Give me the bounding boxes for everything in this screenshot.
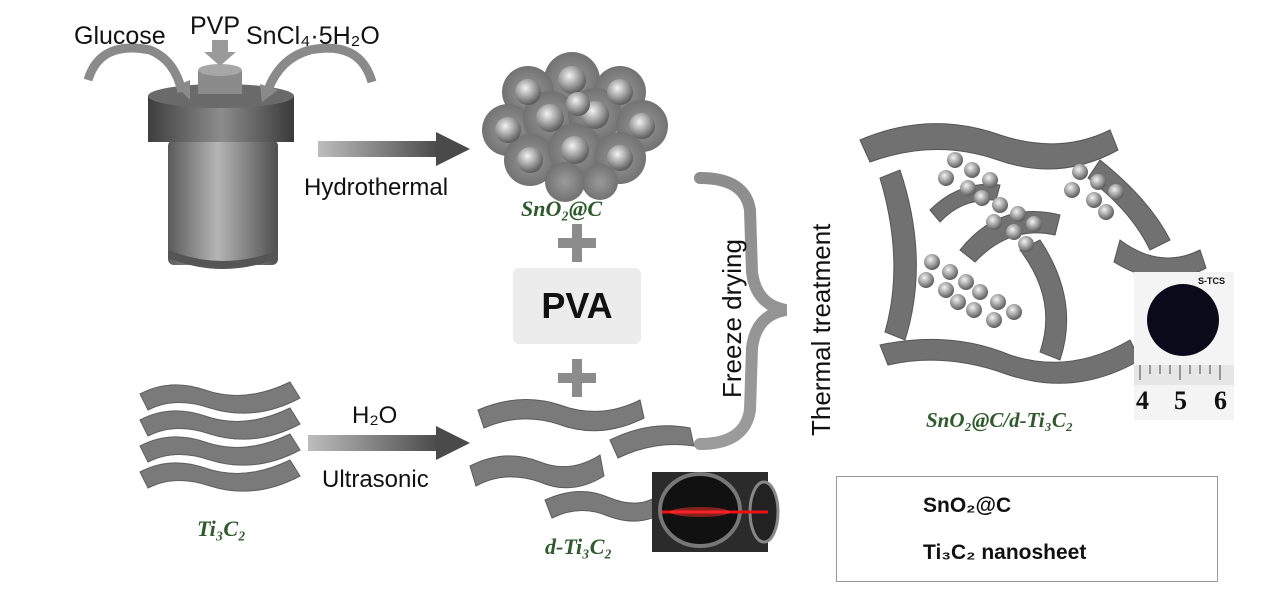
legend-label-sno2c: SnO₂@C xyxy=(923,494,1012,517)
autoclave-icon xyxy=(83,40,377,269)
hydrothermal-label: Hydrothermal xyxy=(304,174,449,201)
pvp-label: PVP xyxy=(190,12,241,40)
glucose-label: Glucose xyxy=(74,22,166,50)
pva-label: PVA xyxy=(541,285,613,326)
freeze-drying-label: Freeze drying xyxy=(717,239,747,398)
product-label: SnO₂@C/d-Ti₃C₂ xyxy=(926,408,1074,432)
ultrasonic-arrow xyxy=(308,426,470,460)
legend: SnO₂@C Ti₃C₂ nanosheet xyxy=(836,476,1218,582)
ruler-tick-5: 5 xyxy=(1174,386,1187,415)
combining-brace xyxy=(694,172,788,450)
d-ti3c2-label: d-Ti₃C₂ xyxy=(545,534,613,559)
ruler-tick-6: 6 xyxy=(1214,386,1227,415)
plus-icon-lower xyxy=(558,359,596,397)
sno2c-cluster-icon xyxy=(482,52,668,202)
ti3c2-stack-icon xyxy=(139,381,301,492)
thermal-treatment-label: Thermal treatment xyxy=(806,223,836,436)
sncl4-label: SnCl₄·5H₂O xyxy=(246,22,380,50)
cuvette-photo xyxy=(652,472,780,552)
ti3c2-label: Ti₃C₂ xyxy=(197,516,246,541)
ruler-tick-4: 4 xyxy=(1136,386,1149,415)
sno2c-label: SnO₂@C xyxy=(521,196,603,221)
legend-label-nanosheet: Ti₃C₂ nanosheet xyxy=(923,541,1087,564)
pva-box: PVA xyxy=(513,268,641,344)
sample-photo xyxy=(1134,272,1234,420)
h2o-label: H₂O xyxy=(352,402,398,429)
photo-tag: S-TCS xyxy=(1198,276,1225,286)
plus-icon-upper xyxy=(558,224,596,262)
hydrothermal-arrow xyxy=(318,132,470,166)
d-ti3c2-sheets-icon xyxy=(469,399,695,522)
ultrasonic-label: Ultrasonic xyxy=(322,466,429,493)
embedded-sno2c-clusters xyxy=(918,152,1124,328)
